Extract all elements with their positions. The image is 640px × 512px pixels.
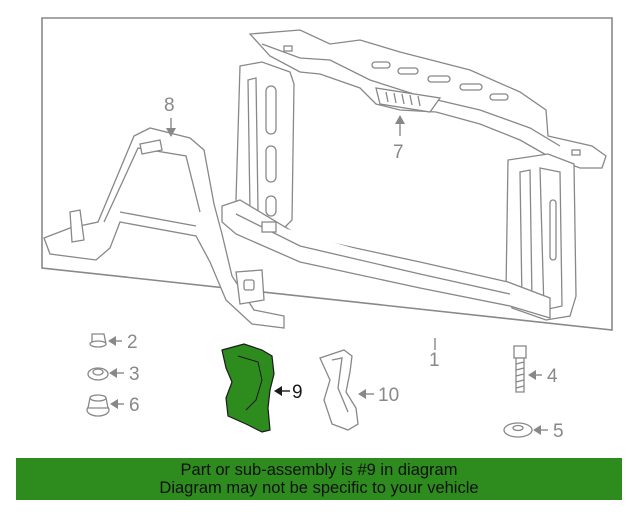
callout-8-arrow bbox=[166, 128, 176, 137]
parts-diagram: 1 2 3 4 5 6 7 8 9 10 bbox=[41, 17, 613, 442]
part-3-grommet bbox=[87, 367, 109, 381]
callout-5: 5 bbox=[553, 421, 564, 442]
callout-10: 10 bbox=[378, 385, 399, 406]
right-vertical-support bbox=[505, 153, 577, 321]
upper-tie-bar bbox=[248, 29, 607, 169]
callout-1: 1 bbox=[429, 350, 440, 371]
left-vertical-support bbox=[235, 61, 295, 233]
callout-9: 9 bbox=[292, 382, 303, 403]
baffle-frame bbox=[43, 127, 285, 329]
part-notice-banner: Part or sub-assembly is #9 in diagram Di… bbox=[16, 458, 622, 500]
callout-2: 2 bbox=[127, 332, 138, 353]
part-5-washer bbox=[503, 422, 533, 438]
callout-8: 8 bbox=[164, 95, 175, 116]
callout-3-arrow bbox=[109, 368, 117, 378]
callout-4-arrow bbox=[528, 370, 536, 380]
callout-4: 4 bbox=[547, 366, 558, 387]
callout-6-arrow bbox=[110, 399, 118, 409]
part-4-bolt bbox=[513, 345, 527, 393]
banner-line-2: Diagram may not be specific to your vehi… bbox=[159, 479, 479, 497]
assembly-frame bbox=[41, 17, 613, 331]
callout-10-arrow bbox=[358, 389, 366, 399]
callout-7-arrow bbox=[395, 115, 405, 124]
part-9-bracket-highlighted bbox=[221, 343, 290, 433]
callout-5-arrow bbox=[533, 425, 541, 435]
part-2-fastener bbox=[89, 333, 107, 348]
part-10-bracket bbox=[319, 349, 359, 431]
callout-6: 6 bbox=[129, 395, 140, 416]
callout-2-arrow bbox=[108, 336, 116, 346]
callout-3: 3 bbox=[129, 364, 140, 385]
banner-line-1: Part or sub-assembly is #9 in diagram bbox=[180, 461, 458, 479]
lower-tie-bar bbox=[221, 199, 551, 319]
callout-7: 7 bbox=[393, 142, 404, 163]
part-6-insulator bbox=[86, 394, 110, 417]
